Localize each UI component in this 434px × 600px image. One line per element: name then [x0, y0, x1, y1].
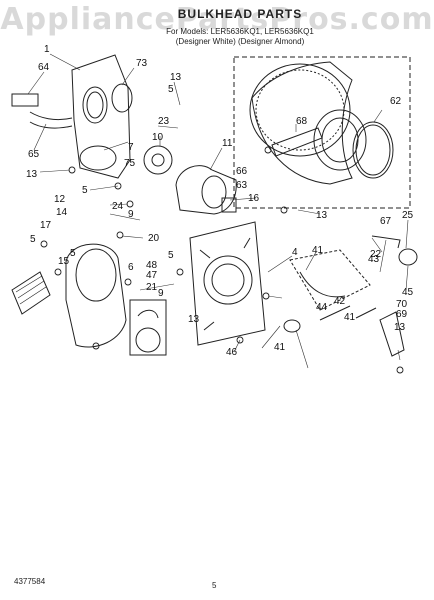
- callout-45: 45: [402, 287, 414, 298]
- callout-73: 73: [136, 58, 148, 69]
- drive-belt: [111, 83, 133, 113]
- callout-numbers: 1646513731352310775116862666352492012141…: [26, 44, 414, 358]
- callout-66: 66: [236, 166, 248, 177]
- callout-5: 5: [30, 234, 36, 245]
- callout-64: 64: [38, 62, 50, 73]
- callout-20: 20: [148, 233, 160, 244]
- callout-10: 10: [152, 132, 164, 143]
- callout-leaders: [27, 53, 409, 369]
- callout-47: 47: [146, 270, 158, 281]
- drive-motor: [175, 165, 237, 215]
- drum-seal-ring: [352, 121, 394, 179]
- callout-68: 68: [296, 116, 308, 127]
- callout-23: 23: [158, 116, 170, 127]
- drum-group-box: [233, 56, 411, 209]
- callout-24: 24: [112, 201, 124, 212]
- callout-46: 46: [226, 347, 238, 358]
- page-title: BULKHEAD PARTS: [177, 7, 303, 21]
- callout-17: 17: [40, 220, 52, 231]
- thermal-fuse-bracket: [11, 93, 39, 107]
- callout-9: 9: [158, 288, 164, 299]
- callout-12: 12: [54, 194, 66, 205]
- callout-5: 5: [70, 248, 76, 259]
- idler-pulley: [398, 248, 418, 266]
- callout-5: 5: [168, 250, 174, 261]
- igniter-glow: [283, 319, 301, 333]
- rear-bulkhead-panel: [71, 54, 131, 179]
- callout-16: 16: [248, 193, 260, 204]
- callout-5: 5: [168, 84, 174, 95]
- callout-13: 13: [316, 210, 328, 221]
- blower-wheel: [143, 145, 173, 175]
- callout-62: 62: [390, 96, 402, 107]
- callout-48: 48: [146, 260, 158, 271]
- page-number: 5: [212, 581, 217, 590]
- door-hinge-bracket: [379, 311, 405, 357]
- callout-42: 42: [334, 296, 346, 307]
- drum-illustration: [249, 61, 367, 185]
- callout-41: 41: [312, 245, 324, 256]
- callout-22: 22: [370, 249, 382, 260]
- callout-13: 13: [26, 169, 38, 180]
- blower-housing: [79, 145, 117, 171]
- callout-4: 4: [292, 247, 298, 258]
- heater-bulkhead-panel: [189, 221, 266, 346]
- callout-11: 11: [222, 138, 233, 149]
- front-bulkhead-cover: [65, 243, 127, 348]
- callout-15: 15: [58, 256, 70, 267]
- callout-65: 65: [28, 149, 40, 160]
- screw-icons: [40, 146, 404, 374]
- callout-41: 41: [344, 312, 356, 323]
- model-numbers: For Models: LER5636KQ1, LER5636KQ1: [166, 27, 314, 36]
- callout-13: 13: [188, 314, 200, 325]
- callout-13: 13: [394, 322, 406, 333]
- callout-21: 21: [146, 282, 158, 293]
- blower-coupling-box: [129, 299, 167, 356]
- callout-63: 63: [236, 180, 248, 191]
- idler-arm: [371, 235, 401, 249]
- callout-9: 9: [128, 209, 134, 220]
- callout-7: 7: [128, 142, 134, 153]
- callout-14: 14: [56, 207, 68, 218]
- site-watermark: AppliancePartsPros.com: [0, 2, 434, 37]
- heating-element: [289, 249, 371, 311]
- callout-5: 5: [82, 185, 88, 196]
- callout-13: 13: [170, 72, 182, 83]
- document-code: 4377584: [14, 577, 46, 586]
- exhaust-hose: [29, 111, 73, 129]
- callout-75: 75: [124, 158, 136, 169]
- callout-70: 70: [396, 299, 408, 310]
- callout-6: 6: [128, 262, 134, 273]
- callout-67: 67: [380, 216, 392, 227]
- callout-44: 44: [316, 302, 328, 313]
- callout-69: 69: [396, 309, 408, 320]
- callout-25: 25: [402, 210, 414, 221]
- callout-43: 43: [368, 254, 380, 265]
- motor-bracket: [221, 197, 237, 213]
- lint-filter: [11, 271, 51, 315]
- model-colors: (Designer White) (Designer Almond): [175, 37, 305, 46]
- callout-1: 1: [44, 44, 50, 55]
- callout-41: 41: [274, 342, 286, 353]
